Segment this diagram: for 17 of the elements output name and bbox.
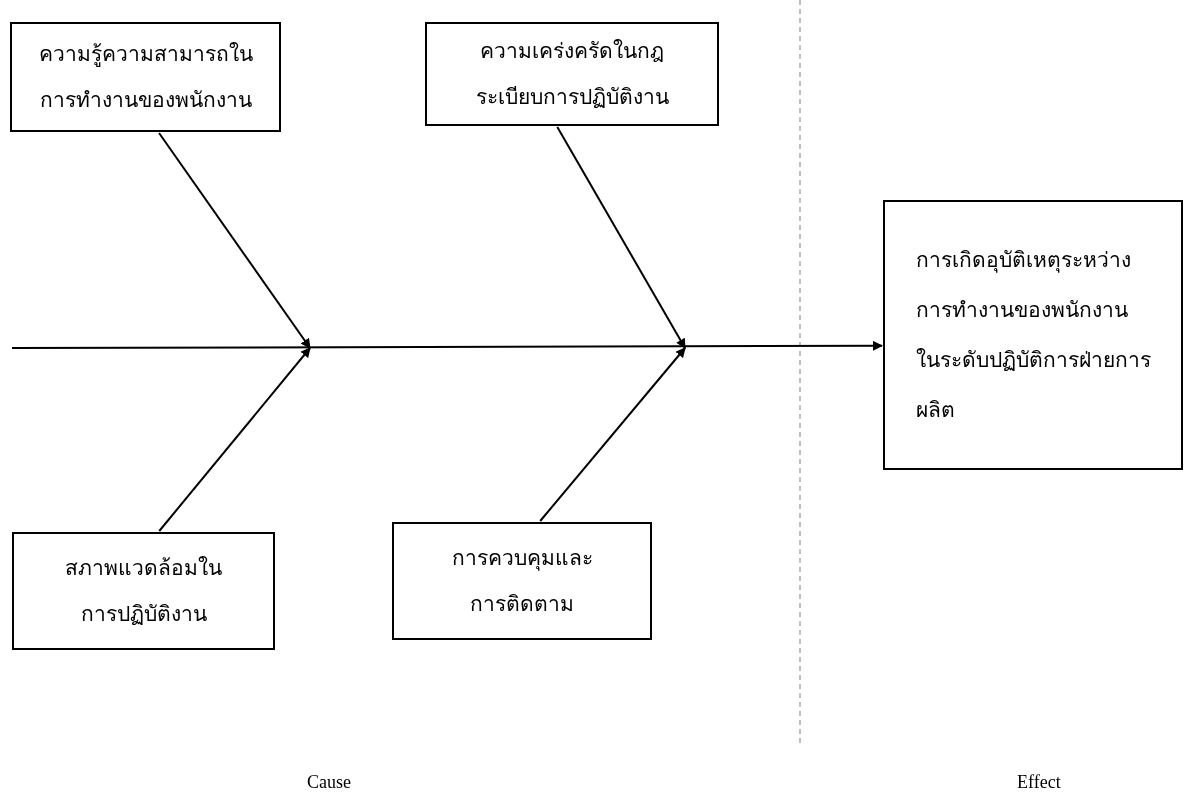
box-text: การควบคุมและการติดตาม [450,545,594,618]
cause-box [12,532,275,650]
axis-label: Effect [1017,772,1061,793]
cause-box [425,22,719,126]
axis-label: Cause [307,772,351,793]
cause-box [392,522,652,640]
box-text: การเกิดอุบัติเหตุระหว่างการทำงานของพนักงานในระดับปฏิบัติการฝ่ายการผลิต [915,247,1151,424]
effect-box [883,200,1183,470]
box-text: ความเคร่งครัดในกฎระเบียบการปฏิบัติงาน [474,38,670,111]
cause-arrow [539,347,686,522]
cause-arrow [158,347,311,532]
box-text: ความรู้ความสามารถในการทำงานของพนักงาน [37,41,254,114]
cause-arrow [556,126,686,349]
cause-box [10,22,281,132]
cause-arrow [158,132,311,349]
spine-arrow [11,340,883,351]
box-text: สภาพแวดล้อมในการปฏิบัติงาน [64,555,223,628]
